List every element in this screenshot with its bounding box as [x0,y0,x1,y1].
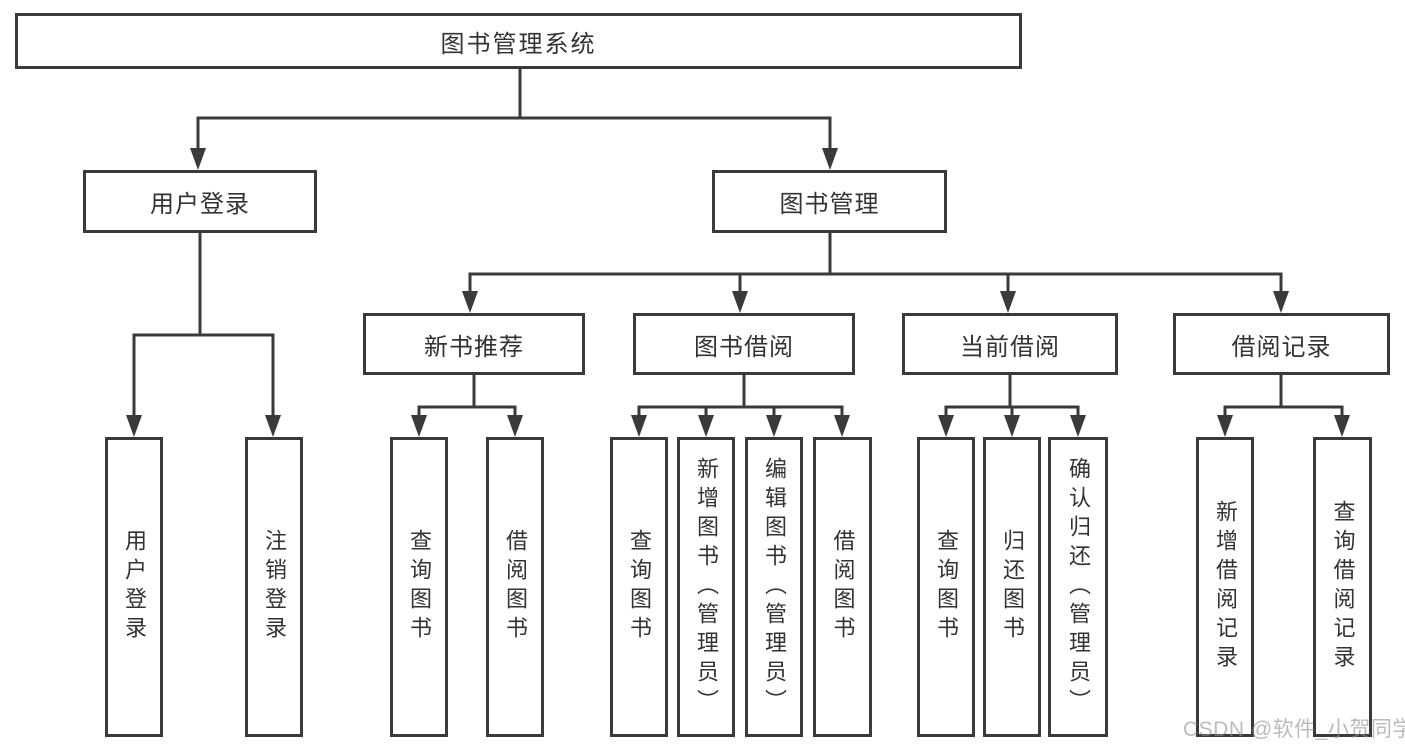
edge-level2-branch [196,116,832,150]
node-book-management: 图书管理 [712,170,947,233]
leaf-borrow-books-recommend: 借阅图书 [486,437,544,737]
edge-newbook-sub [417,405,517,417]
node-borrow-records: 借阅记录 [1173,313,1390,375]
leaf-query-books-recommend: 查询图书 [390,437,448,737]
edge-records-sub [1223,405,1344,417]
csdn-watermark: CSDN @软件_小贺同学 [1183,718,1405,741]
root-node-library-system: 图书管理系统 [15,13,1022,69]
leaf-confirm-return-admin: 确认归还（管理员） [1048,437,1108,737]
leaf-borrow-books: 借阅图书 [813,437,872,737]
leaf-query-borrow-record: 查询借阅记录 [1313,437,1372,737]
node-new-book-recommend: 新书推荐 [363,313,585,375]
leaf-add-borrow-record: 新增借阅记录 [1196,437,1254,737]
node-book-borrow: 图书借阅 [633,313,855,375]
edge-level3-stems [472,375,1283,407]
node-current-borrow: 当前借阅 [902,313,1118,375]
leaf-query-books-borrow: 查询图书 [610,437,668,737]
node-user-login: 用户登录 [83,170,317,233]
arrowheads [126,148,1350,437]
edge-bookborrow-sub [637,405,844,417]
leaf-edit-books-admin: 编辑图书（管理员） [745,437,803,737]
leaf-query-books-current: 查询图书 [917,437,975,737]
leaf-return-books: 归还图书 [983,437,1041,737]
leaf-logout-login: 注销登录 [245,437,303,737]
leaf-user-login: 用户登录 [105,437,163,737]
edge-user-login-sub [132,333,275,417]
edge-level3-branch [468,272,1283,293]
leaf-add-books-admin: 新增图书（管理员） [677,437,735,737]
